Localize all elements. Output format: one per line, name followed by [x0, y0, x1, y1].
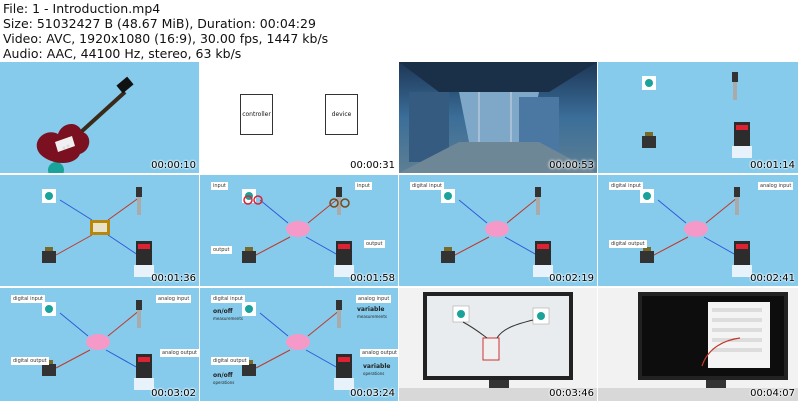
onoff-operations-sub: operations: [213, 380, 235, 385]
onoff-operations-title: on/off: [213, 372, 233, 379]
digital-output-label: digital output: [609, 240, 647, 248]
onoff-measurements-title: on/off: [213, 308, 233, 315]
file-info-header: File: 1 - Introduction.mp4 Size: 5103242…: [0, 0, 798, 62]
io-types-diagram: [640, 187, 752, 277]
device-box: device: [325, 94, 358, 135]
thumbnail-6[interactable]: input input output output 00:01:58: [200, 175, 398, 286]
thumbnail-timestamp: 00:03:24: [350, 388, 395, 399]
variable-operations-title: variable: [363, 363, 391, 370]
thumbnail-timestamp: 00:01:36: [151, 273, 196, 284]
io-types-full-diagram: [42, 300, 154, 390]
thumbnail-9[interactable]: digital input analog input digital outpu…: [0, 288, 199, 401]
thumbnail-timestamp: 00:01:14: [750, 160, 795, 171]
input-label-left: input: [211, 182, 228, 190]
thumbnail-11[interactable]: 00:03:46: [399, 288, 597, 401]
file-name: File: 1 - Introduction.mp4: [3, 1, 161, 16]
devices-controller-diagram: [42, 187, 154, 277]
monitor-software-photo: [598, 288, 798, 401]
factory-photo: [399, 62, 597, 173]
digital-input-diagram: [441, 187, 553, 277]
digital-input-label: digital input: [609, 182, 643, 190]
thumbnail-timestamp: 00:04:07: [750, 388, 795, 399]
thumbnail-grid: 00:00:10 controller device 00:00:31 00:0…: [0, 62, 798, 401]
thumbnail-timestamp: 00:02:19: [549, 273, 594, 284]
variable-measurements-title: variable: [357, 306, 385, 313]
output-label-left: output: [211, 246, 232, 254]
monitor-photo: [399, 288, 597, 401]
analog-output-label: analog output: [160, 349, 199, 357]
thumbnail-5[interactable]: 00:01:36: [0, 175, 199, 286]
input-label-right: input: [355, 182, 372, 190]
thumbnail-timestamp: 00:02:41: [750, 273, 795, 284]
digital-output-label: digital output: [11, 357, 49, 365]
analog-input-label: analog input: [758, 182, 794, 190]
digital-input-label: digital input: [211, 295, 245, 303]
thumbnail-8[interactable]: digital input analog input digital outpu…: [598, 175, 798, 286]
measurements-operations-diagram: [242, 300, 354, 390]
digital-output-label: digital output: [211, 357, 249, 365]
thumbnail-2[interactable]: controller device 00:00:31: [200, 62, 398, 173]
devices-illustration: [642, 72, 752, 158]
variable-operations-sub: operations: [363, 371, 385, 376]
analog-output-label: analog output: [360, 349, 398, 357]
thumbnail-1[interactable]: 00:00:10: [0, 62, 199, 173]
thumbnail-4[interactable]: 00:01:14: [598, 62, 798, 173]
digital-input-label: digital input: [11, 295, 45, 303]
analog-input-label: analog input: [156, 295, 192, 303]
thumbnail-10[interactable]: digital input analog input digital outpu…: [200, 288, 398, 401]
thumbnail-3[interactable]: 00:00:53: [399, 62, 597, 173]
input-output-diagram: [242, 187, 354, 277]
thumbnail-timestamp: 00:00:53: [549, 160, 594, 171]
audio-info: Audio: AAC, 44100 Hz, stereo, 63 kb/s: [3, 46, 242, 61]
thumbnail-7[interactable]: digital input 00:02:19: [399, 175, 597, 286]
thumbnail-timestamp: 00:03:46: [549, 388, 594, 399]
controller-box: controller: [240, 94, 273, 135]
onoff-measurements-sub: measurements: [213, 316, 243, 321]
video-info: Video: AVC, 1920x1080 (16:9), 30.00 fps,…: [3, 31, 329, 46]
thumbnail-timestamp: 00:00:10: [151, 160, 196, 171]
variable-measurements-sub: measurements: [357, 314, 387, 319]
guitar-illustration: [36, 76, 134, 173]
file-size-duration: Size: 51032427 B (48.67 MiB), Duration: …: [3, 16, 316, 31]
thumbnail-timestamp: 00:03:02: [151, 388, 196, 399]
thumbnail-timestamp: 00:01:58: [350, 273, 395, 284]
digital-input-label: digital input: [410, 182, 444, 190]
thumbnail-12[interactable]: 00:04:07: [598, 288, 798, 401]
analog-input-label: analog input: [356, 295, 392, 303]
thumbnail-timestamp: 00:00:31: [350, 160, 395, 171]
output-label-right: output: [364, 240, 385, 248]
